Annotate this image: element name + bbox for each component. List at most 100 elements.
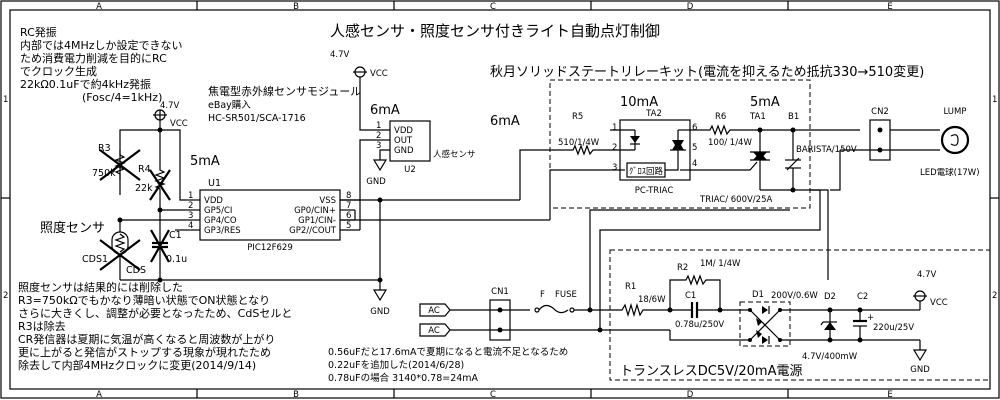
- c1-ps-value: 0.78u/250V: [675, 320, 724, 330]
- capacitor-c1-osc: C1 0.1u: [150, 210, 187, 280]
- cn1-ref: CN1: [491, 287, 509, 297]
- u1-pin-num: 8: [346, 191, 351, 201]
- note-line: RC発振: [20, 25, 57, 39]
- bridge-rectifier-d1: D1 200V/0.6W: [739, 290, 818, 347]
- gnd-symbol-ps: GND: [910, 340, 930, 375]
- u2-current: 6mA: [370, 103, 400, 118]
- note-line: R3は除去: [18, 319, 66, 333]
- c2-polarity: +: [867, 313, 874, 323]
- frame-col-c-bottom: C: [490, 390, 496, 400]
- lamp: LUMP LED電球(17W): [920, 107, 980, 178]
- u1-pin-name: VDD: [204, 196, 223, 206]
- frame-row-2: 2: [3, 291, 8, 301]
- r2-value: 1M/ 1/4W: [700, 259, 741, 269]
- r4-ref: R4: [138, 164, 151, 175]
- note-line: 0.56uFだと17.6mAで夏期になると電流不足となるため: [328, 346, 568, 358]
- r3-ref: R3: [98, 143, 111, 154]
- note-line: 0.22uFを追加した(2014/6/28): [328, 359, 464, 371]
- b1-ref: B1: [788, 112, 799, 122]
- r4-value: 22k: [135, 183, 153, 194]
- c1-ps-ref: C1: [685, 291, 696, 301]
- d2-value: 4.7V/400mW: [802, 352, 858, 362]
- vcc-label: VCC: [170, 119, 188, 129]
- u2-pin-num: 2: [376, 131, 381, 141]
- photo-triac-ta2: TA2 1 2 3 6 5 4 ｸﾞﾛｽ回路 PC-TRIAC: [610, 109, 697, 196]
- zener-diode-d2: D2 4.7V/400mW: [802, 292, 858, 362]
- frame-col-b: B: [293, 2, 299, 12]
- u1-ref: U1: [208, 178, 221, 189]
- frame-row-1-right: 1: [992, 95, 997, 105]
- capacitor-c2: + C2 220u/25V: [853, 292, 914, 343]
- note-line: HC-SR501/SCA-1716: [208, 113, 306, 124]
- note-line: (Fosc/4=1kHz): [82, 91, 162, 104]
- resistor-r2: R2 1M/ 1/4W: [669, 259, 741, 310]
- ic-u1: U1 1 2 3 4 VDD GP5/CI GP4/CO GP3/RES VSS…: [185, 178, 360, 253]
- ssr-kit-box: [549, 79, 811, 209]
- vcc-label: VCC: [370, 69, 388, 79]
- frame-row-2-right: 2: [992, 291, 997, 301]
- frame-col-a-bottom: A: [96, 390, 102, 400]
- fuse: F FUSE: [534, 290, 577, 314]
- ta2-ref: TA2: [645, 109, 662, 119]
- u1-part: PIC12F629: [247, 243, 293, 253]
- vcc-voltage-label: 4.7V: [160, 101, 180, 111]
- cds1-ref: CDS1: [82, 254, 108, 265]
- r1-value: 18/6W: [638, 295, 666, 305]
- ta2-current: 10mA: [620, 95, 658, 110]
- frame-col-d: D: [687, 2, 694, 12]
- light-sensor-label: 照度センサ: [40, 220, 105, 236]
- ta1-value: TRIAC/ 600V/25A: [699, 195, 772, 205]
- ta2-pin: 6: [692, 123, 697, 133]
- note-line: さらに大きくし、調整が必要となったため、CdSセルと: [18, 306, 292, 320]
- u1-pin-name: GP2//COUT: [289, 226, 337, 236]
- ta2-pin: 1: [612, 123, 617, 133]
- note-line: 内部では4MHzしか設定できない: [20, 38, 183, 52]
- ta1-ref: TA1: [749, 112, 766, 122]
- frame-col-e: E: [887, 2, 892, 12]
- u1-pin-name: GP1/CIN-: [298, 216, 336, 226]
- frame-col-c: C: [490, 2, 496, 12]
- r5-value: 510/1/4W: [558, 138, 600, 148]
- ssr-kit-note: 秋月ソリッドステートリレーキット(電流を抑えるため抵抗330→510変更): [490, 64, 924, 80]
- ac-input-1: AC: [419, 303, 451, 317]
- c1-osc-value: 0.1u: [166, 254, 187, 265]
- frame-row-1: 1: [3, 95, 8, 105]
- signal-current: 6mA: [490, 114, 520, 129]
- note-line: 更に上がると発信がストップする現象が現れたため: [18, 345, 271, 359]
- d2-ref: D2: [824, 292, 836, 302]
- vcc-label: VCC: [930, 298, 948, 308]
- u2-label: 人感センサ: [433, 149, 476, 160]
- gnd-symbol-u1: GND: [370, 289, 390, 317]
- u1-pin-name: GP0/CIN+: [294, 206, 336, 216]
- ta2-part: PC-TRIAC: [635, 186, 674, 196]
- note-line: 照度センサは結果的には削除した: [18, 280, 183, 294]
- r6-ref: R6: [715, 112, 726, 122]
- c2-ref: C2: [857, 292, 868, 302]
- capacitor-c1-ps: C1 0.78u/250V: [670, 291, 724, 330]
- u1-pin-num: 4: [188, 221, 193, 231]
- resistor-r3: R3 750k: [92, 143, 141, 181]
- frame-col-d-bottom: D: [687, 390, 694, 400]
- vcc-voltage-label: 4.7V: [917, 270, 937, 280]
- capacitor-note: 0.56uFだと17.6mAで夏期になると電流不足となるため 0.22uFを追加…: [328, 346, 568, 384]
- note-line: eBay購入: [208, 99, 251, 111]
- note-line: 0.78uFの場合 3140*0.78=24mA: [328, 372, 479, 384]
- note-line: 除去して内部4MHzクロックに変更(2014/9/14): [18, 358, 256, 372]
- u1-current: 5mA: [190, 154, 220, 169]
- note-line: ため消費電力削減を目的にRC: [20, 51, 167, 65]
- gnd-label: GND: [370, 307, 390, 317]
- note-line: CR発信器は夏期に気温が高くなると周波数が上がり: [18, 332, 275, 346]
- c2-value: 220u/25V: [873, 323, 914, 333]
- u1-pin-name: GP4/CO: [204, 216, 237, 226]
- module-u2: VDD OUT GND 1 2 3 人感センサ U2: [376, 120, 476, 175]
- u2-pin-num: 1: [376, 121, 381, 131]
- note-line: 22kΩ0.1uFで約4kHz発振: [20, 77, 151, 91]
- u1-pin-name: VSS: [319, 196, 336, 206]
- cn2-ref: CN2: [871, 107, 889, 117]
- light-sensor-removal-note: 照度センサは結果的には削除した R3=750kΩでもかなり薄暗い状態でON状態と…: [18, 280, 292, 372]
- ac-label: AC: [428, 306, 440, 316]
- pir-module-note: 焦電型赤外線センサモジュール eBay購入 HC-SR501/SCA-1716: [208, 84, 361, 124]
- ta1-current: 5mA: [750, 95, 780, 110]
